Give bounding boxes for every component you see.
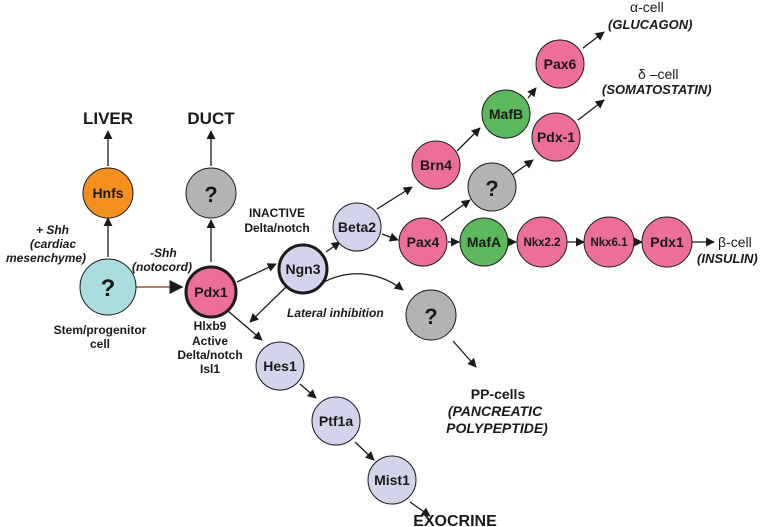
arrow-beta2-to-pax4 — [381, 232, 399, 242]
label-exocrine: EXOCRINE — [413, 513, 497, 527]
node-duct-progenitor: ? — [185, 167, 237, 219]
arrow-brn4-to-mafb — [456, 127, 481, 152]
arrow-pax4-to-delta-progenitor — [440, 199, 471, 222]
node-pp-progenitor: ? — [405, 289, 457, 341]
label-beta-cell: β-cell — [718, 234, 752, 250]
node-ptf1a: Ptf1a — [311, 396, 361, 446]
label-active-1: Hlxb9 — [194, 319, 227, 333]
label-lateral-inhibition: Lateral inhibition — [287, 306, 384, 320]
label-shh-notocord-1: -Shh — [150, 246, 177, 260]
label-active-4: Isl1 — [200, 362, 220, 376]
nodes: ? Hnfs ? Pdx1 Ngn3 Beta2 Brn4 MafB — [79, 39, 693, 505]
svg-text:Hes1: Hes1 — [263, 358, 297, 374]
arrow-pdx1-to-ngn3 — [236, 263, 277, 283]
label-shh-cardiac-1: + Shh — [36, 223, 69, 237]
label-shh-cardiac-2: (cardiac — [30, 237, 76, 251]
label-pancreatic: (PANCREATIC — [448, 403, 543, 419]
arrow-mist1-to-exocrine — [409, 501, 431, 517]
label-pp-cells: PP-cells — [471, 386, 526, 402]
svg-text:Ptf1a: Ptf1a — [319, 413, 353, 429]
node-pax4: Pax4 — [398, 217, 448, 267]
svg-text:Pdx-1: Pdx-1 — [537, 129, 575, 145]
svg-text:Pax4: Pax4 — [407, 234, 440, 250]
node-pdx1-delta: Pdx-1 — [531, 112, 581, 162]
label-somatostatin: (SOMATOSTATIN) — [602, 82, 712, 97]
node-mafa: MafA — [459, 217, 509, 267]
svg-text:Nkx6.1: Nkx6.1 — [590, 237, 628, 249]
label-inactive-1: INACTIVE — [249, 206, 305, 220]
svg-text:?: ? — [424, 304, 437, 329]
svg-text:Pax6: Pax6 — [544, 56, 577, 72]
label-alpha-cell: α-cell — [630, 0, 664, 15]
node-mafb: MafB — [481, 89, 531, 139]
labels: LIVER DUCT + Shh (cardiac mesenchyme) -S… — [6, 0, 758, 527]
label-liver: LIVER — [83, 109, 133, 128]
label-active-3: Delta/notch — [177, 348, 242, 362]
label-polypeptide: POLYPEPTIDE) — [446, 420, 548, 436]
svg-text:MafA: MafA — [467, 234, 501, 250]
label-shh-notocord-2: (notocord) — [132, 260, 192, 274]
node-mist1: Mist1 — [367, 455, 417, 505]
node-beta2: Beta2 — [332, 202, 382, 252]
node-pax6: Pax6 — [535, 39, 585, 89]
node-hes1: Hes1 — [255, 341, 305, 391]
arrow-mafb-to-pax6 — [527, 87, 537, 99]
svg-text:?: ? — [204, 182, 217, 207]
svg-text:Pdx1: Pdx1 — [194, 284, 228, 300]
label-glucagon: (GLUCAGON) — [608, 17, 693, 32]
arrow-pdx1-to-hes1 — [227, 310, 263, 341]
svg-text:Hnfs: Hnfs — [92, 185, 123, 201]
arrow-beta2-to-brn4 — [376, 186, 413, 210]
label-insulin: (INSULIN) — [697, 251, 758, 266]
arrows — [103, 31, 715, 517]
arrow-ngn3-to-beta2 — [325, 241, 341, 253]
node-ngn3: Ngn3 — [277, 243, 329, 295]
arrow-lateral-inhibition — [249, 286, 287, 323]
svg-text:Mist1: Mist1 — [374, 472, 410, 488]
arrow-ngn3-to-pp-progenitor — [321, 273, 404, 291]
node-delta-progenitor: ? — [467, 162, 517, 212]
svg-text:MafB: MafB — [489, 106, 523, 122]
node-stem-progenitor: ? — [79, 258, 137, 316]
label-delta-cell: δ –cell — [638, 66, 678, 82]
arrow-delta-progenitor-to-pdx1 — [511, 159, 534, 176]
label-inactive-2: Delta/notch — [244, 221, 309, 235]
node-nkx61: Nkx6.1 — [583, 216, 635, 268]
arrow-ptf1a-to-mist1 — [354, 441, 375, 461]
node-pdx1-beta: Pdx1 — [641, 216, 693, 268]
label-stem-2: cell — [90, 337, 110, 351]
node-hnfs: Hnfs — [82, 167, 134, 219]
svg-text:?: ? — [485, 176, 498, 201]
label-shh-cardiac-3: mesenchyme) — [6, 251, 86, 265]
svg-text:Beta2: Beta2 — [338, 219, 376, 235]
svg-text:Ngn3: Ngn3 — [286, 261, 321, 277]
svg-text:Brn4: Brn4 — [420, 157, 452, 173]
label-active-2: Active — [192, 334, 228, 348]
node-nkx22: Nkx2.2 — [516, 216, 568, 268]
arrow-hes1-to-ptf1a — [299, 383, 317, 399]
arrow-pdx1-to-delta-cell — [577, 99, 605, 121]
svg-text:?: ? — [101, 275, 116, 302]
label-stem-1: Stem/progenitor — [54, 323, 147, 337]
arrow-pp-progenitor-to-pp-cells — [452, 340, 477, 368]
svg-text:Pdx1: Pdx1 — [650, 234, 684, 250]
svg-text:Nkx2.2: Nkx2.2 — [523, 237, 560, 249]
node-brn4: Brn4 — [411, 140, 461, 190]
node-pdx1-center: Pdx1 — [184, 265, 238, 319]
arrow-pax6-to-alpha-cell — [582, 31, 605, 49]
label-duct: DUCT — [187, 109, 235, 128]
